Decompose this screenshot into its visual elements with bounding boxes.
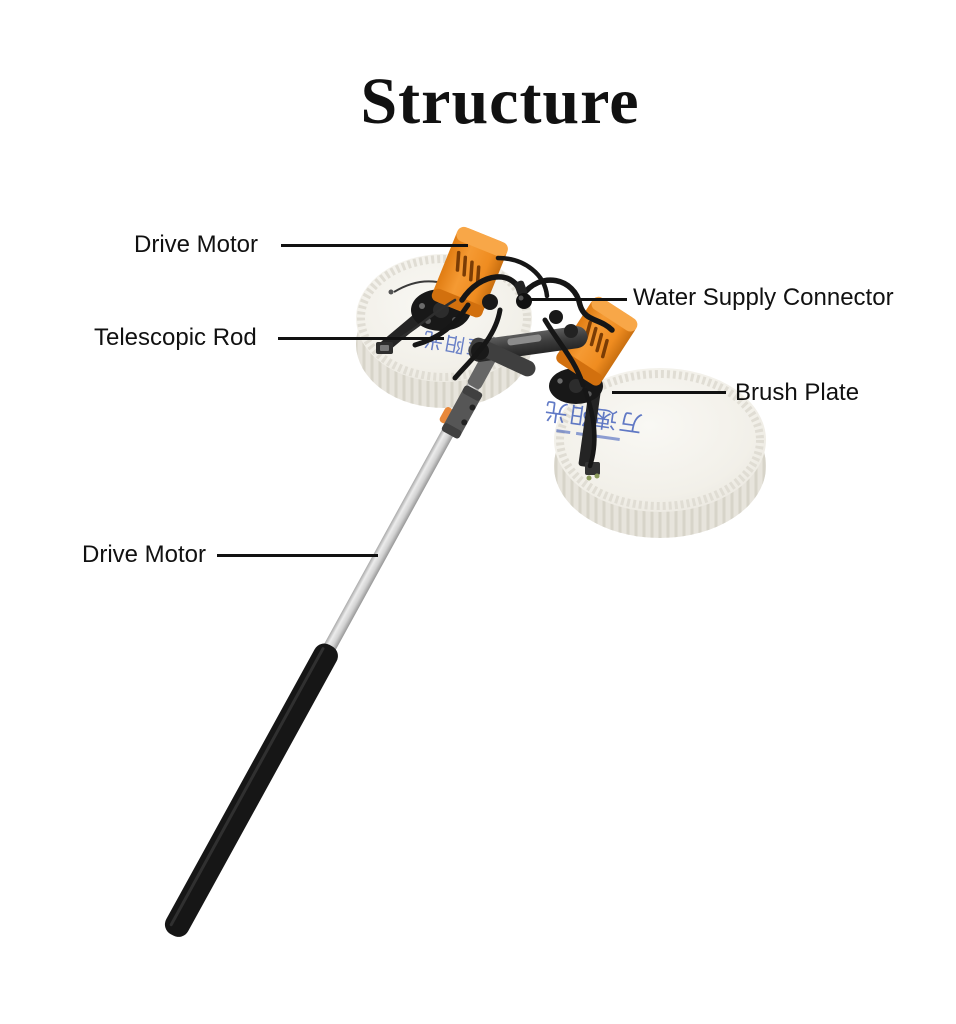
leader-line-drive-motor-top	[281, 244, 468, 247]
drive-motor-right	[556, 296, 638, 386]
label-drive-motor-top: Drive Motor	[134, 231, 259, 258]
label-drive-motor-bottom: Drive Motor	[82, 541, 207, 568]
leader-line-drive-motor-bottom	[217, 554, 378, 557]
label-brush-plate: Brush Plate	[735, 379, 860, 406]
water-supply-connector-part	[514, 280, 532, 309]
brush-plate-right: 万速阳光	[541, 368, 766, 538]
page-title: Structure	[360, 65, 640, 138]
rod-clamp-collar	[439, 385, 483, 439]
leader-line-brush-plate	[612, 391, 726, 394]
leader-line-telescopic-rod	[278, 337, 444, 340]
leader-line-water-supply-connector	[528, 298, 627, 301]
hoses	[398, 255, 615, 469]
label-water-supply-connector: Water Supply Connector	[633, 284, 894, 311]
brush-plate-left: 万速阳光	[356, 254, 532, 408]
foam-grip	[164, 643, 338, 937]
label-telescopic-rod: Telescopic Rod	[94, 324, 257, 351]
